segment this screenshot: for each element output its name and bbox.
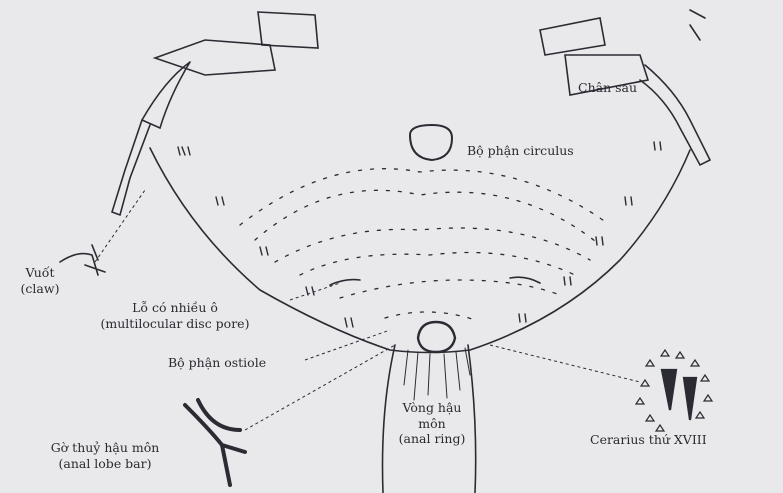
label-claw-vi: Vuốt bbox=[10, 265, 70, 281]
label-anal-lobe-vi: Gờ thuỷ hậu môn bbox=[25, 440, 185, 456]
label-circulus: Bộ phận circulus bbox=[467, 143, 574, 159]
label-hind-leg: Chân sau bbox=[578, 80, 637, 96]
label-disc-pore: Lỗ có nhiều ô (multilocular disc pore) bbox=[60, 300, 290, 331]
ostiole-right bbox=[510, 277, 540, 283]
anal-setae bbox=[404, 348, 470, 400]
label-anal-lobe-bar: Gờ thuỷ hậu môn (anal lobe bar) bbox=[25, 440, 185, 471]
right-leg bbox=[540, 18, 605, 55]
label-anal-ring-vi-1: Vòng hậu bbox=[392, 400, 472, 416]
anal-ring bbox=[418, 322, 455, 352]
circulus-shape bbox=[410, 125, 452, 160]
label-ostiole: Bộ phận ostiole bbox=[168, 355, 266, 371]
label-anal-lobe-en: (anal lobe bar) bbox=[25, 456, 185, 472]
ostiole-left bbox=[330, 280, 360, 285]
label-disc-pore-en: (multilocular disc pore) bbox=[60, 316, 290, 332]
label-anal-ring: Vòng hậu môn (anal ring) bbox=[392, 400, 472, 447]
left-leg bbox=[155, 40, 275, 75]
disc-pore-rows bbox=[240, 169, 610, 320]
label-anal-ring-vi-2: môn bbox=[392, 416, 472, 432]
anal-lobe-bar bbox=[185, 400, 245, 485]
label-claw-en: (claw) bbox=[10, 281, 70, 297]
label-anal-ring-en: (anal ring) bbox=[392, 431, 472, 447]
label-cerarius: Cerarius thứ XVIII bbox=[590, 432, 707, 448]
label-disc-pore-vi: Lỗ có nhiều ô bbox=[60, 300, 290, 316]
cerarius-figure bbox=[662, 370, 696, 420]
label-claw: Vuốt (claw) bbox=[10, 265, 70, 296]
